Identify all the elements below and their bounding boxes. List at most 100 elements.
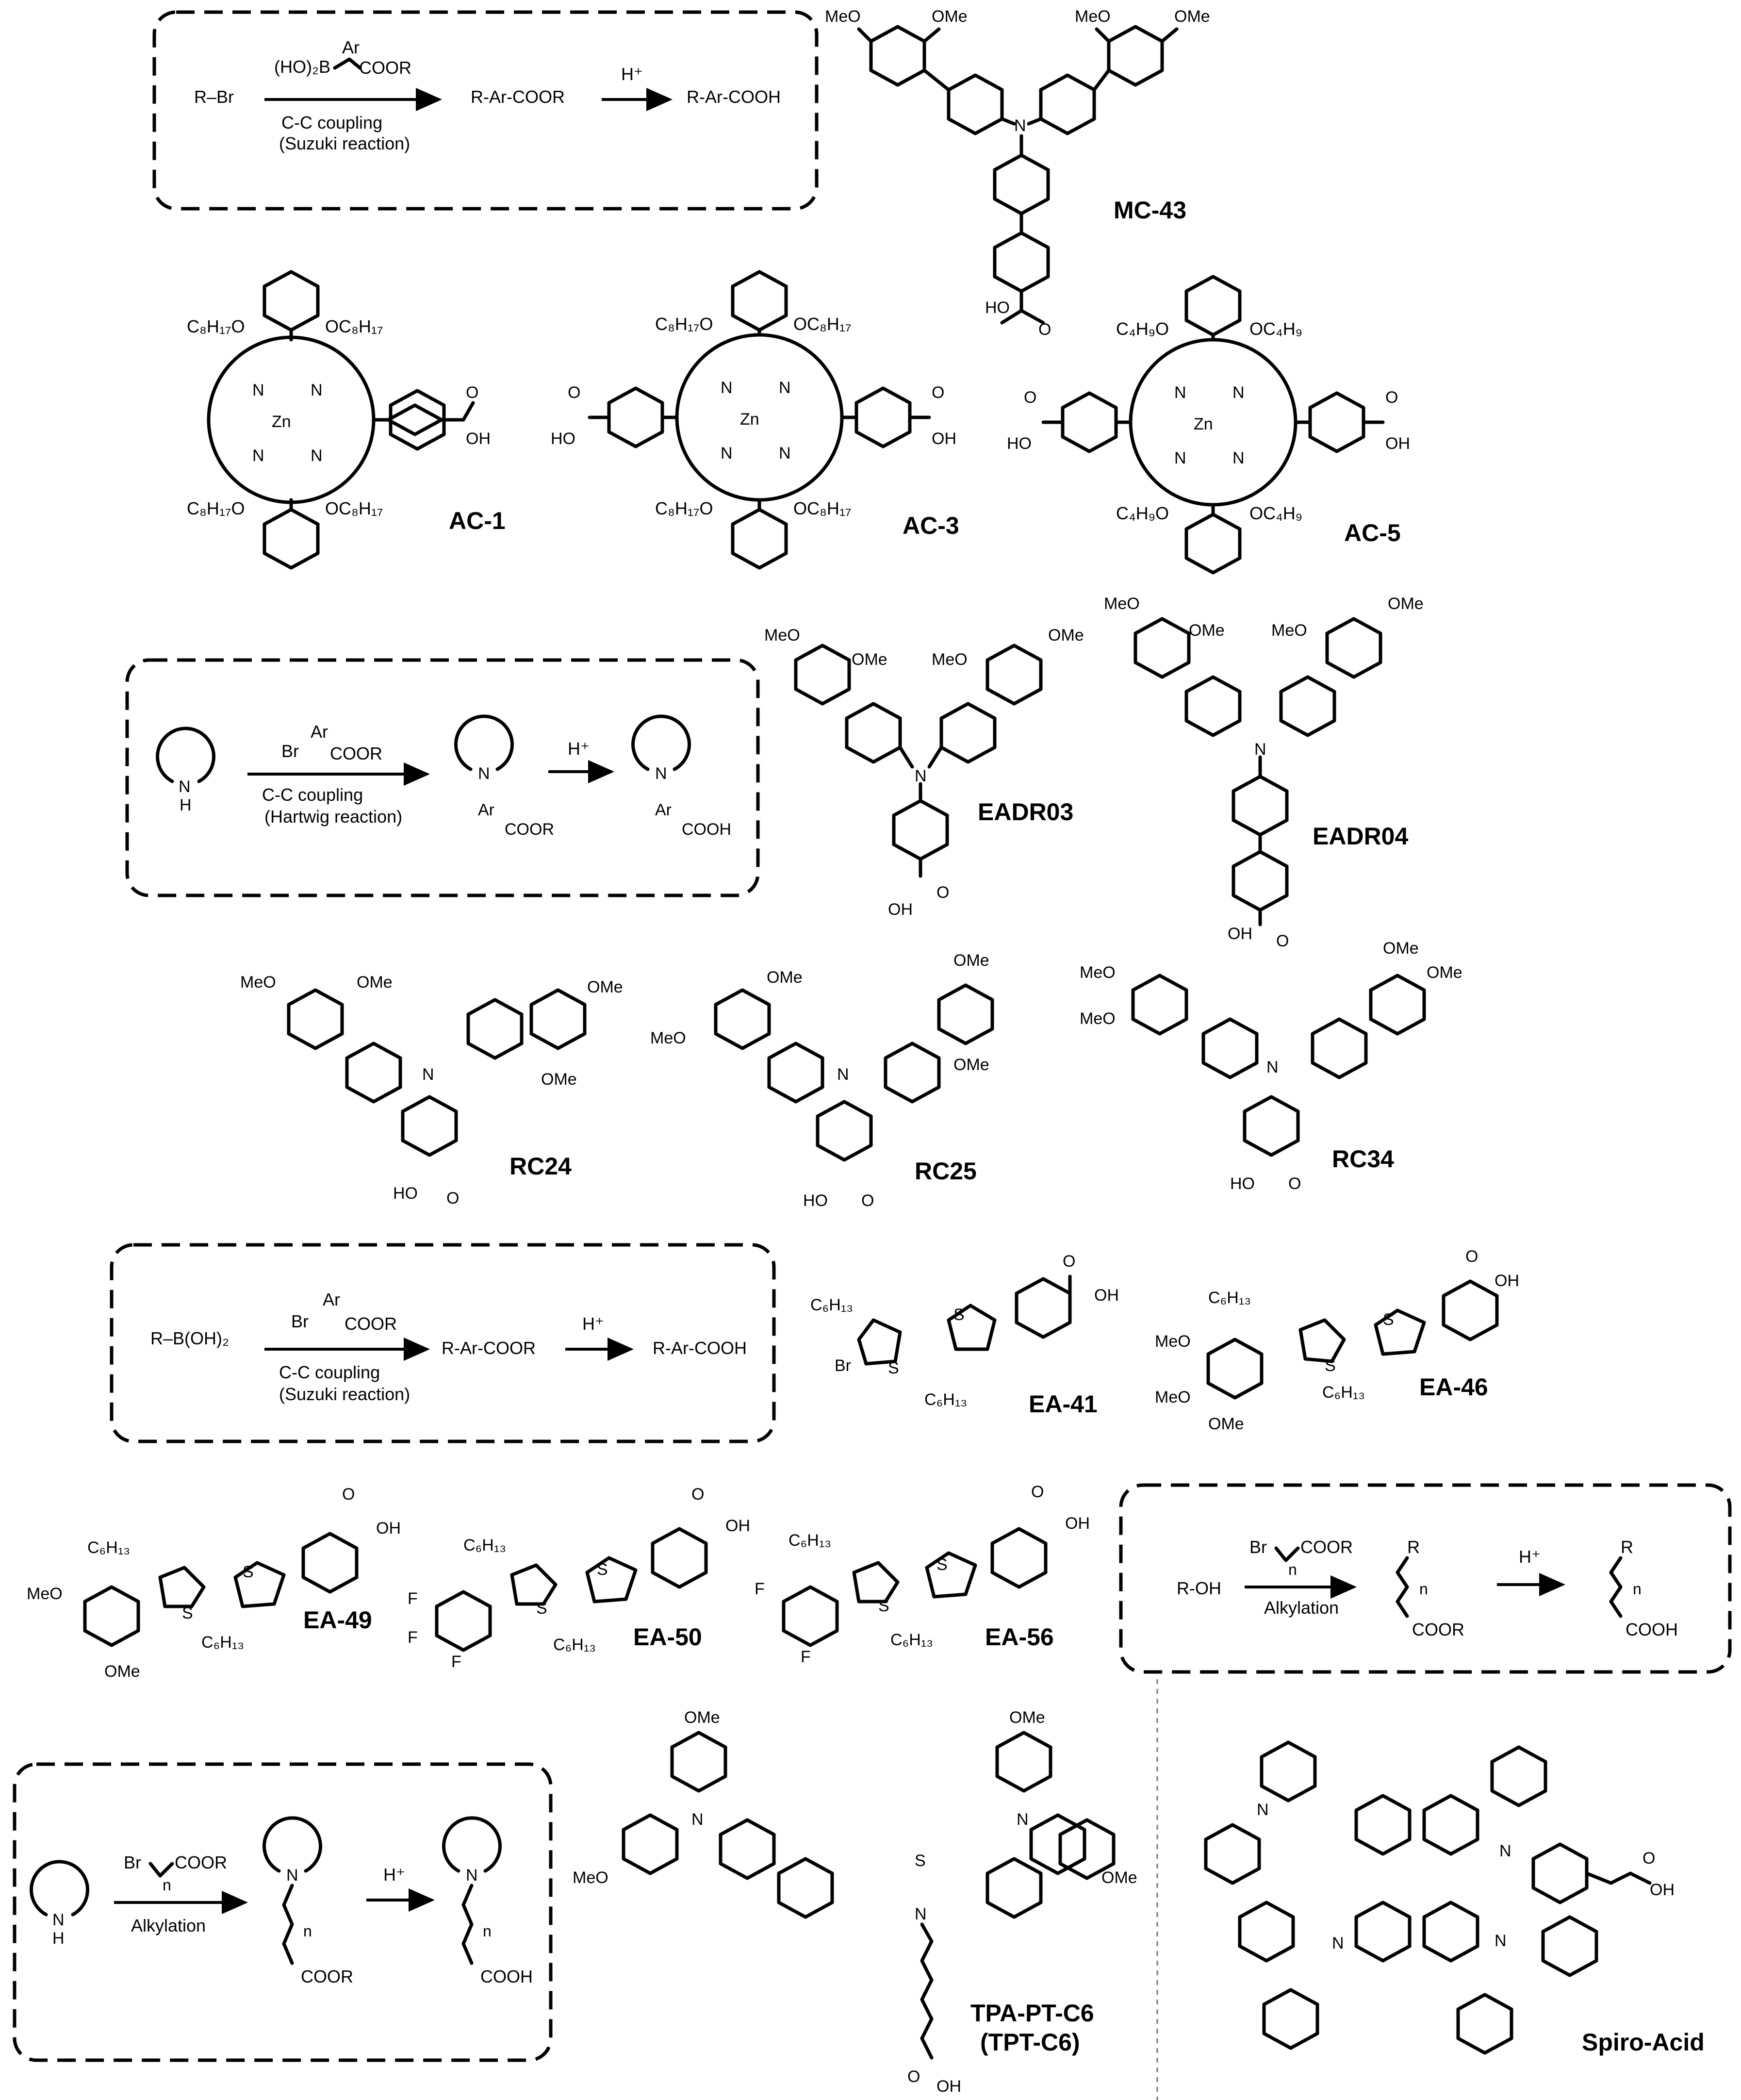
- molecule-tpa-pt-c6: OMe N MeO S N O OH OMe N OMe TPA-PT-C6 (…: [573, 1708, 1137, 2096]
- o-label: O: [691, 1485, 704, 1504]
- ome-label: OMe: [1009, 1708, 1045, 1727]
- ester-product-label: R-Ar-COOR: [442, 1338, 536, 1358]
- condition-label: Alkylation: [1264, 1598, 1339, 1618]
- molecule-spiro-acid: N N O OH N N Spiro-Acid: [1204, 1740, 1705, 2056]
- compound-name-spiro-acid: Spiro-Acid: [1582, 2029, 1705, 2056]
- nitrogen-label: N: [1257, 1801, 1269, 1819]
- compound-name-tpt-line2: (TPT-C6): [980, 2029, 1080, 2056]
- o-label: O: [1465, 1247, 1478, 1266]
- oc8h17-label: OC₈H₁₇: [325, 316, 383, 336]
- sulfur-label: S: [1325, 1356, 1336, 1375]
- c6h13-label: C₆H₁₃: [1208, 1289, 1251, 1307]
- ome-label: OMe: [1048, 626, 1084, 645]
- o-label: O: [1031, 1483, 1044, 1501]
- o-label: O: [907, 2067, 920, 2086]
- nitrogen-label: N: [1266, 1058, 1279, 1076]
- o-label: O: [936, 883, 949, 902]
- reactant-label: R–B(OH)₂: [150, 1328, 229, 1348]
- oh-label: OH: [932, 430, 956, 448]
- cooh-label: COOH: [682, 820, 731, 839]
- sulfur-label: S: [915, 1852, 926, 1870]
- sulfur-label: S: [536, 1599, 547, 1618]
- meo-label: MeO: [1075, 7, 1111, 26]
- ome-label: OMe: [1383, 939, 1419, 958]
- sulfur-label: S: [1383, 1310, 1394, 1329]
- ome-label: OMe: [1174, 7, 1210, 26]
- ome-label: OMe: [932, 7, 968, 26]
- o-label: O: [1288, 1174, 1301, 1193]
- molecule-rc25: MeO OMe N OMe OMe O HO RC25: [650, 951, 994, 1210]
- f-label: F: [408, 1628, 418, 1647]
- ar-label: Ar: [655, 801, 672, 819]
- meo-label: MeO: [1080, 1009, 1116, 1028]
- compound-name-ea49: EA-49: [303, 1606, 372, 1634]
- acid-label: H⁺: [582, 1314, 604, 1334]
- n-label: n: [1633, 1580, 1642, 1598]
- oh-label: OH: [1065, 1514, 1090, 1533]
- compound-name-rc34: RC34: [1332, 1145, 1394, 1173]
- ar-label: Ar: [478, 801, 494, 819]
- f-label: F: [801, 1648, 811, 1666]
- coor-label: COOR: [175, 1852, 227, 1872]
- molecule-eadr03: MeO OMe MeO OMe N O OH EADR03: [764, 626, 1084, 919]
- meo-label: MeO: [1104, 595, 1140, 613]
- ome-label: OMe: [357, 973, 393, 992]
- sulfur-label: S: [243, 1563, 254, 1581]
- ar-label: Ar: [342, 37, 360, 57]
- c6h13-label: C₆H₁₃: [463, 1536, 506, 1554]
- f-label: F: [755, 1580, 765, 1598]
- scheme-box-alkylation-amine: N H Br COOR n Alkylation N n COOR H⁺ N n…: [13, 1762, 553, 2062]
- ho-label: HO: [985, 298, 1010, 317]
- n-label: n: [303, 1922, 312, 1940]
- c8h17o-label: C₈H₁₇O: [655, 314, 713, 334]
- nitrogen-label: N: [422, 1065, 434, 1084]
- condition-line2: (Suzuki reaction): [279, 1384, 410, 1404]
- f-label: F: [451, 1653, 461, 1671]
- r-label: R: [1407, 1537, 1420, 1557]
- compound-name-ea41: EA-41: [1029, 1390, 1098, 1418]
- ome-label: OMe: [1208, 1415, 1244, 1433]
- ome-label: OMe: [1427, 963, 1462, 982]
- meo-label: MeO: [650, 1029, 686, 1047]
- oc4h9-label: OC₄H₉: [1249, 319, 1302, 339]
- oc8h17-label: OC₈H₁₇: [325, 498, 383, 518]
- ome-label: OMe: [104, 1662, 140, 1681]
- o-label: O: [446, 1189, 459, 1207]
- acid-label: H⁺: [1519, 1547, 1541, 1567]
- meo-label: MeO: [240, 973, 276, 992]
- compound-name-ea50: EA-50: [633, 1623, 702, 1651]
- condition-line2: (Hartwig reaction): [264, 807, 402, 827]
- n-label: N: [286, 1866, 298, 1885]
- ome-label: OMe: [684, 1708, 720, 1727]
- sulfur-label: S: [936, 1555, 948, 1574]
- nitrogen-label: N: [779, 444, 791, 463]
- coor-label: COOR: [505, 820, 554, 839]
- c4h9o-label: C₄H₉O: [1116, 503, 1169, 523]
- nitrogen-label: N: [1232, 383, 1245, 402]
- nitrogen-label: N: [1332, 1934, 1344, 1952]
- nitrogen-label: N: [1017, 1810, 1029, 1829]
- ho-label: HO: [1230, 1174, 1255, 1193]
- condition-label: Alkylation: [131, 1916, 206, 1935]
- n-label: n: [163, 1876, 171, 1894]
- c8h17o-label: C₈H₁₇O: [187, 498, 245, 518]
- r-label: R: [1621, 1537, 1633, 1557]
- acid-product-label: R-Ar-COOH: [687, 87, 781, 107]
- molecule-rc24: MeO OMe N OMe OMe O HO RC24: [240, 973, 623, 1207]
- ho-label: HO: [803, 1191, 828, 1210]
- nitrogen-label: N: [915, 1905, 927, 1923]
- f-label: F: [408, 1589, 418, 1608]
- n-label: N: [466, 1866, 478, 1885]
- n-label: N: [478, 764, 490, 783]
- ho-label: HO: [393, 1184, 418, 1203]
- compound-name-ea46: EA-46: [1419, 1373, 1488, 1401]
- nitrogen-label: N: [691, 1810, 704, 1829]
- o-label: O: [932, 383, 944, 402]
- oh-label: OH: [1385, 434, 1410, 453]
- n-label: N: [655, 764, 667, 783]
- zinc-label: Zn: [1194, 415, 1213, 433]
- ome-label: OMe: [767, 968, 803, 987]
- scheme-box-suzuki-bromide: R–Br (HO)₂B Ar COOR C-C coupling (Suzuki…: [152, 10, 819, 211]
- o-label: O: [568, 383, 580, 402]
